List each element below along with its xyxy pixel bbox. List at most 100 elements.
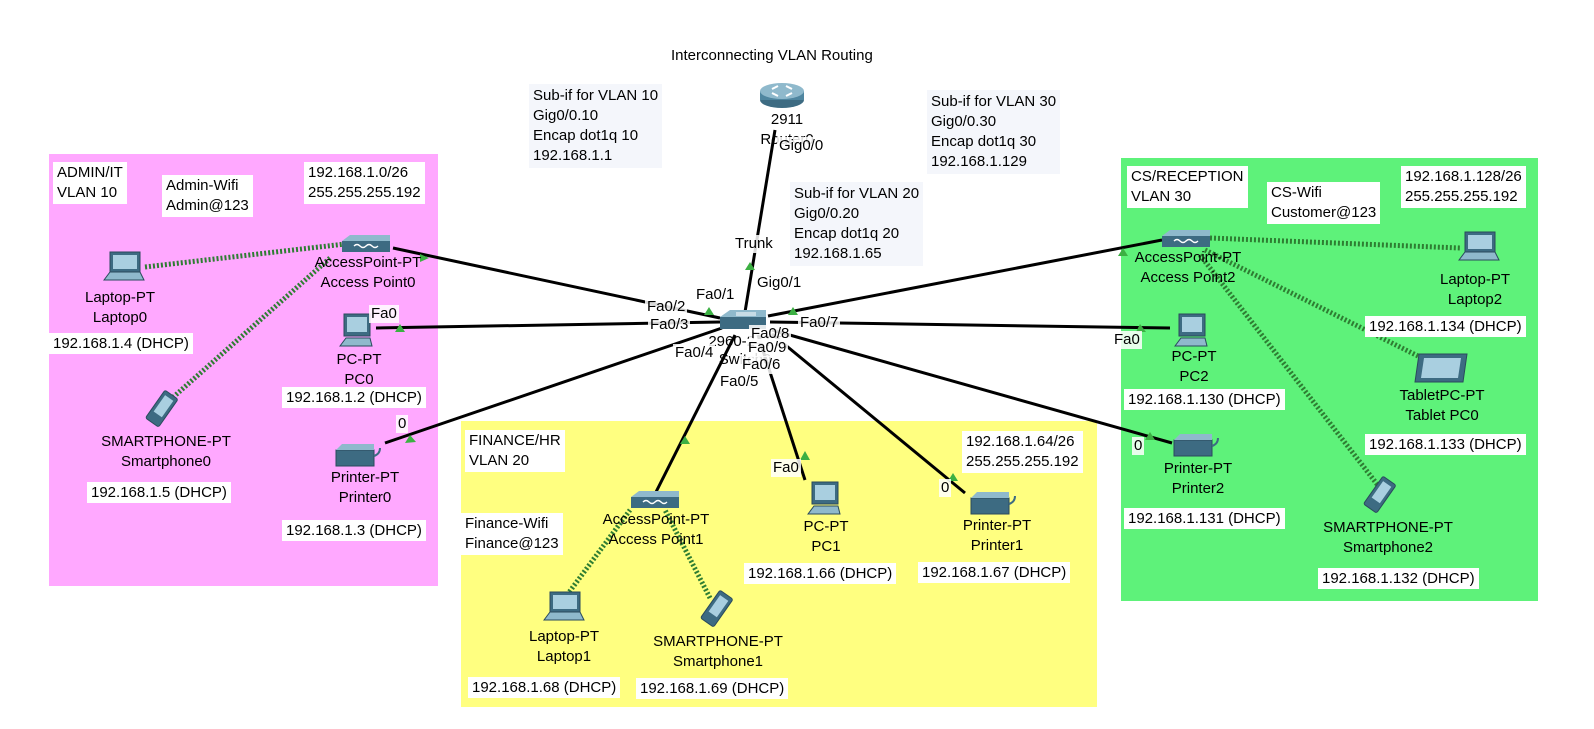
printer1-port: 0 [939, 479, 952, 497]
printer0-ip: 192.168.1.3 (DHCP) [282, 520, 426, 541]
switch-port-fa01: Fa0/1 [694, 286, 737, 304]
pc0-port: Fa0 [369, 305, 399, 323]
smartphone1-ip: 192.168.1.69 (DHCP) [636, 678, 789, 699]
printer2-ip: 192.168.1.131 (DHCP) [1124, 508, 1285, 529]
port-led-fa02 [704, 307, 714, 315]
port-led-printer2 [1145, 432, 1155, 440]
laptop-icon[interactable] [1455, 230, 1501, 266]
tablet0-ip: 192.168.1.133 (DHCP) [1365, 434, 1526, 455]
printer0-port: 0 [396, 415, 409, 433]
laptop0-ip: 192.168.1.4 (DHCP) [49, 333, 193, 354]
wireless-link-smart2 [1198, 253, 1382, 490]
link-printer1-switch [771, 332, 966, 495]
pc2-port: Fa0 [1112, 331, 1142, 349]
switch-port-fa06: Fa0/6 [740, 356, 783, 374]
pc-icon[interactable] [806, 480, 842, 516]
access-point-icon[interactable] [629, 489, 681, 511]
link-printer0-switch [384, 326, 723, 445]
pc-icon[interactable] [1173, 312, 1209, 348]
laptop2-ip: 192.168.1.134 (DHCP) [1365, 316, 1526, 337]
router-icon[interactable] [758, 80, 806, 110]
laptop-icon[interactable] [540, 590, 586, 626]
switch-port-gig01: Gig0/1 [755, 274, 804, 292]
pc-icon[interactable] [338, 312, 374, 348]
tablet-icon[interactable] [1413, 352, 1469, 384]
port-led-fa07 [788, 307, 798, 315]
access-point-icon[interactable] [1160, 228, 1212, 250]
pc1-port: Fa0 [771, 459, 801, 477]
printer-icon[interactable] [969, 490, 1017, 518]
link-ap2-switch [767, 238, 1163, 318]
smartphone0-ip: 192.168.1.5 (DHCP) [87, 482, 231, 503]
wireless-link-laptop1 [564, 508, 633, 597]
switch-port-fa08: Fa0/8 [749, 325, 792, 343]
diagram-title: Interconnecting VLAN Routing [671, 47, 873, 64]
pc0-ip: 192.168.1.2 (DHCP) [282, 387, 426, 408]
port-led-pc0 [395, 324, 405, 332]
printer-icon[interactable] [334, 442, 382, 470]
pc1-ip: 192.168.1.66 (DHCP) [744, 563, 897, 584]
smartphone2-ip: 192.168.1.132 (DHCP) [1318, 568, 1479, 589]
port-led-ap0 [420, 254, 429, 262]
trunk-label: Trunk [733, 235, 775, 253]
port-led-gig01 [745, 262, 755, 270]
access-point-icon[interactable] [340, 233, 392, 255]
zone-admin-it [49, 154, 438, 586]
switch-port-fa05: Fa0/5 [718, 373, 761, 391]
wireless-link-laptop0 [144, 241, 346, 270]
link-printer2-switch [771, 328, 1173, 445]
wireless-link-smart0 [168, 256, 332, 402]
router-port-gig00: Gig0/0 [777, 137, 826, 155]
switch-port-fa09: Fa0/9 [746, 339, 789, 357]
laptop1-ip: 192.168.1.68 (DHCP) [468, 677, 621, 698]
switch-port-fa07: Fa0/7 [798, 314, 841, 332]
smartphone-icon[interactable] [140, 388, 184, 432]
port-led-ap2 [1118, 248, 1128, 256]
port-led-pc1 [800, 451, 810, 460]
laptop-icon[interactable] [100, 250, 146, 286]
switch-port-fa03: Fa0/3 [648, 316, 691, 334]
wireless-link-laptop2 [1209, 235, 1461, 251]
wireless-link-tablet0 [1203, 247, 1432, 365]
printer-icon[interactable] [1172, 432, 1220, 460]
smartphone-icon[interactable] [1358, 474, 1402, 518]
switch-port-fa04: Fa0/4 [673, 344, 716, 362]
pc2-ip: 192.168.1.130 (DHCP) [1124, 389, 1285, 410]
printer1-ip: 192.168.1.67 (DHCP) [918, 562, 1071, 583]
port-led-pc2 [1136, 324, 1146, 332]
port-led-ap1 [680, 436, 690, 444]
switch-port-fa02: Fa0/2 [645, 298, 688, 316]
link-router-switch [743, 129, 777, 313]
link-ap1-switch [653, 334, 737, 495]
wireless-link-smart1 [662, 508, 713, 600]
smartphone-icon[interactable] [695, 588, 739, 632]
